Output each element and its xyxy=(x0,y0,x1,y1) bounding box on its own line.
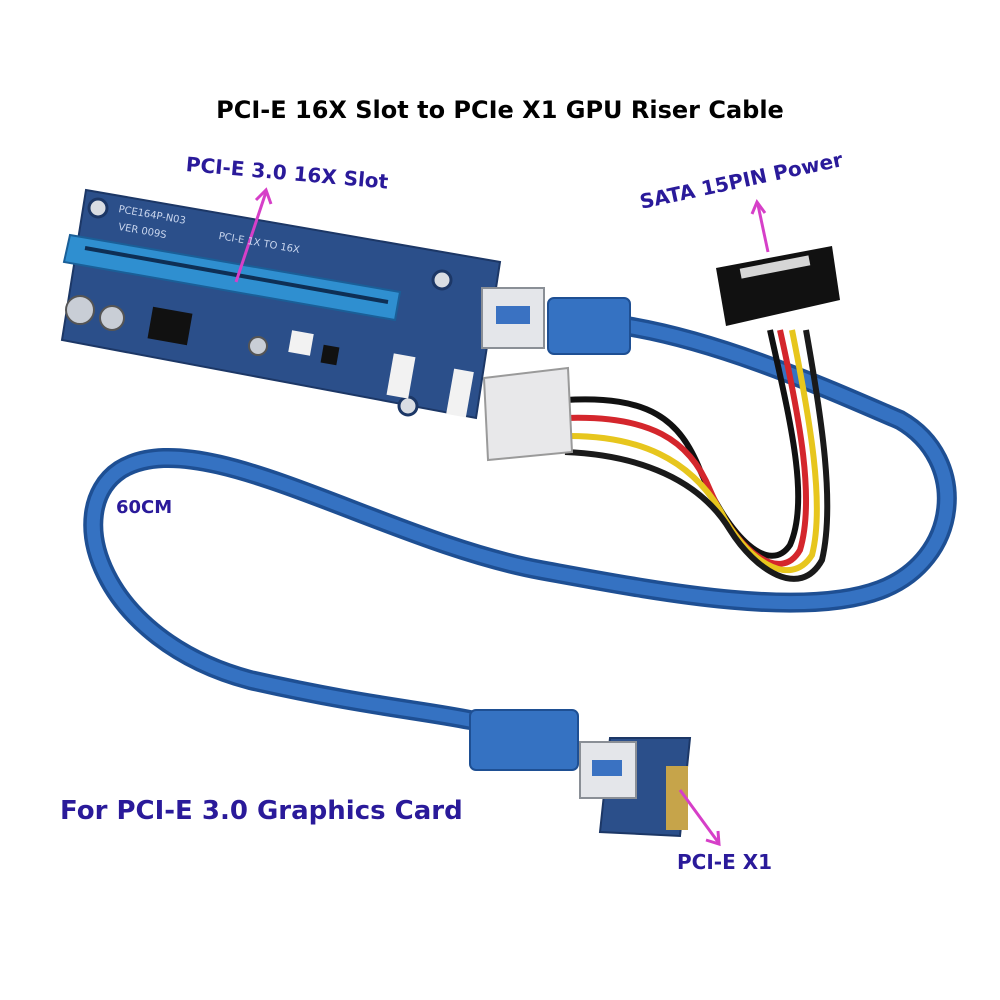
riser-board-x1 xyxy=(579,737,692,838)
usb-plug-x1 xyxy=(469,709,579,771)
pcie-x1-edge-connector xyxy=(666,766,688,830)
regulator-chip xyxy=(147,306,193,346)
usb-cable xyxy=(83,315,957,730)
riser-board-16x xyxy=(60,188,502,420)
pcie-x16-slot xyxy=(62,233,402,322)
arrow-x1 xyxy=(678,789,721,847)
arrow-sata xyxy=(750,198,770,253)
capacitor xyxy=(99,305,125,331)
page-title: PCI-E 16X Slot to PCIe X1 GPU Riser Cabl… xyxy=(216,96,784,124)
usb-port-x1 xyxy=(579,741,637,799)
capacitor xyxy=(65,295,95,325)
capacitor xyxy=(248,336,268,356)
power-wires xyxy=(564,329,831,582)
usb-plug-board xyxy=(547,297,631,355)
arrow-16x xyxy=(234,187,273,283)
molex-connector xyxy=(482,366,574,462)
sata-connector xyxy=(716,246,840,326)
label-graphics-card: For PCI-E 3.0 Graphics Card xyxy=(60,796,463,826)
label-pcie-x1: PCI-E X1 xyxy=(677,850,773,874)
usb-port-board xyxy=(481,287,545,349)
label-cable-length: 60CM xyxy=(116,497,173,518)
